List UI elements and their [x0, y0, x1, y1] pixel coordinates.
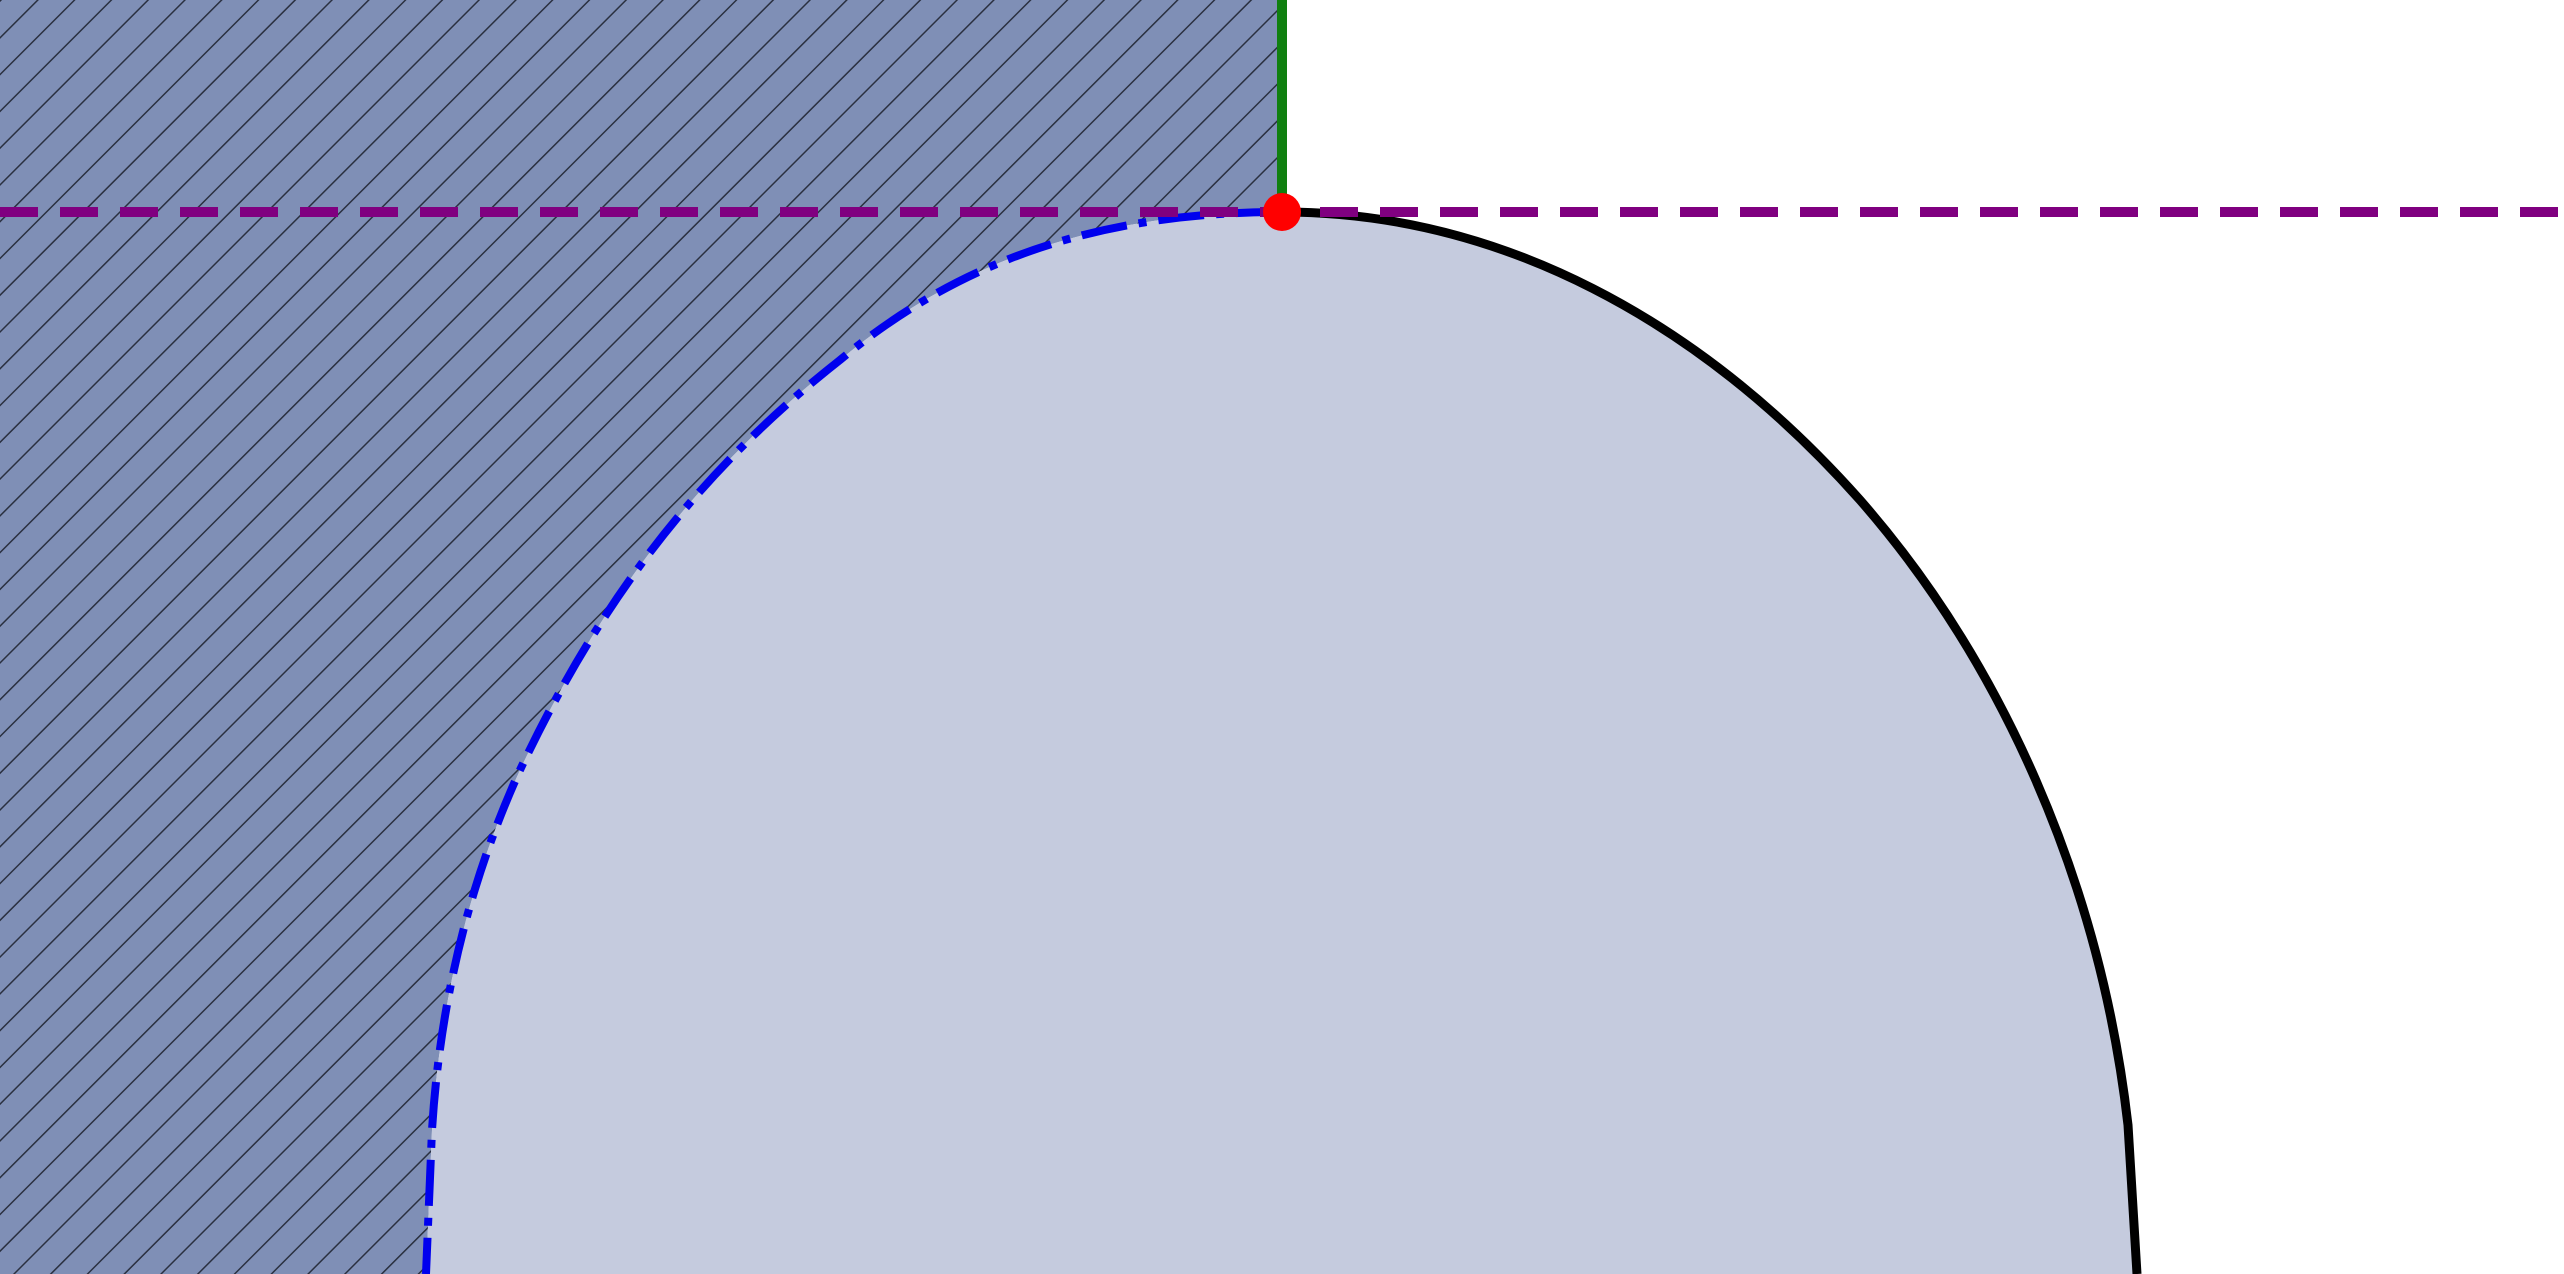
hatched-region-pattern	[0, 0, 1282, 1274]
marked-point	[1263, 193, 1301, 231]
outer-curve	[1281, 207, 2142, 1274]
inner-dashdot-curve	[422, 208, 1283, 1274]
curve-interior	[426, 212, 2137, 1274]
